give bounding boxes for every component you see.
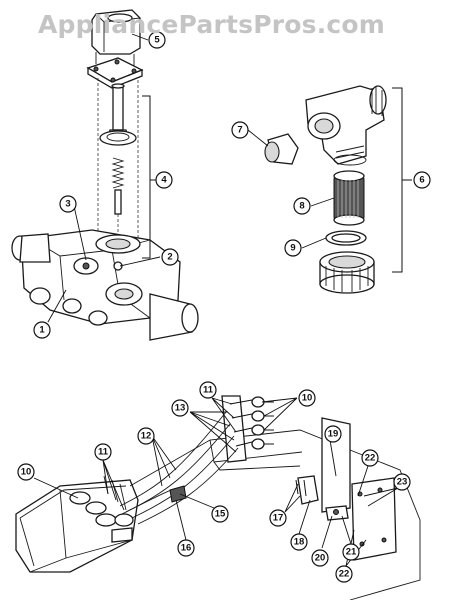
- callout-22-top: 22: [361, 449, 379, 467]
- inlet-fitting-part: [305, 85, 387, 166]
- part-6-bracket: [392, 87, 412, 273]
- cap-part: [264, 133, 299, 165]
- callout-11-right: 11: [199, 381, 217, 399]
- lower-small-parts: [169, 475, 349, 521]
- watermark-text: AppliancePartsPros.com: [38, 10, 386, 39]
- svg-text:13: 13: [175, 403, 186, 414]
- callout-19: 19: [324, 425, 342, 443]
- valve-cluster-left-part: [69, 475, 134, 543]
- svg-text:6: 6: [419, 175, 424, 186]
- fittings-right-part: [229, 396, 274, 450]
- svg-text:9: 9: [290, 243, 295, 254]
- svg-text:16: 16: [181, 543, 192, 554]
- mounting-bracket-part: [86, 52, 144, 89]
- plunger-tube-part: [107, 83, 129, 139]
- svg-text:23: 23: [397, 477, 408, 488]
- callout-6: 6: [413, 171, 431, 189]
- washer-part: [325, 230, 367, 246]
- svg-text:10: 10: [21, 467, 32, 478]
- svg-text:2: 2: [167, 252, 172, 263]
- svg-text:22: 22: [365, 453, 376, 464]
- callout-11-left: 11: [94, 443, 112, 461]
- callout-9: 9: [284, 239, 302, 257]
- svg-text:10: 10: [302, 393, 313, 404]
- svg-text:4: 4: [161, 175, 167, 186]
- callout-5: 5: [148, 31, 166, 49]
- side-solenoid-part: [11, 233, 199, 341]
- svg-text:18: 18: [294, 537, 305, 548]
- svg-text:20: 20: [315, 553, 326, 564]
- svg-text:8: 8: [299, 201, 304, 212]
- callout-1: 1: [33, 321, 51, 339]
- svg-text:19: 19: [328, 429, 339, 440]
- callout-7: 7: [231, 121, 249, 139]
- callout-21: 21: [342, 543, 360, 561]
- svg-text:12: 12: [141, 431, 152, 442]
- svg-text:11: 11: [98, 447, 109, 458]
- callout-18: 18: [290, 533, 308, 551]
- callout-8: 8: [293, 197, 311, 215]
- strainer-screen-part: [333, 170, 365, 226]
- svg-text:7: 7: [237, 125, 242, 136]
- callout-22-bottom: 22: [335, 565, 353, 583]
- callout-10-left: 10: [17, 463, 35, 481]
- svg-text:22: 22: [339, 569, 350, 580]
- callout-3: 3: [59, 195, 77, 213]
- callout-13: 13: [171, 399, 189, 417]
- callout-17: 17: [269, 509, 287, 527]
- solenoid-coil-part: [91, 9, 141, 55]
- valve-body-part: [21, 229, 181, 326]
- callout-12: 12: [137, 427, 155, 445]
- callout-16: 16: [177, 539, 195, 557]
- spring-part: [111, 157, 125, 215]
- svg-text:5: 5: [154, 35, 160, 46]
- svg-text:21: 21: [346, 547, 357, 558]
- svg-text:3: 3: [65, 199, 70, 210]
- svg-text:1: 1: [39, 325, 45, 336]
- part-4-bracket: [142, 95, 156, 259]
- svg-text:11: 11: [203, 385, 214, 396]
- diaphragm-ring-part: [99, 130, 137, 146]
- callout-10-right: 10: [298, 389, 316, 407]
- coupling-nut-part: [319, 251, 375, 294]
- callout-23: 23: [393, 473, 411, 491]
- svg-text:17: 17: [273, 513, 284, 524]
- exploded-guide-lines: [97, 78, 139, 242]
- callout-4: 4: [155, 171, 173, 189]
- callout-15: 15: [211, 505, 229, 523]
- svg-text:15: 15: [215, 509, 226, 520]
- callout-20: 20: [311, 549, 329, 567]
- callout-2: 2: [161, 248, 179, 266]
